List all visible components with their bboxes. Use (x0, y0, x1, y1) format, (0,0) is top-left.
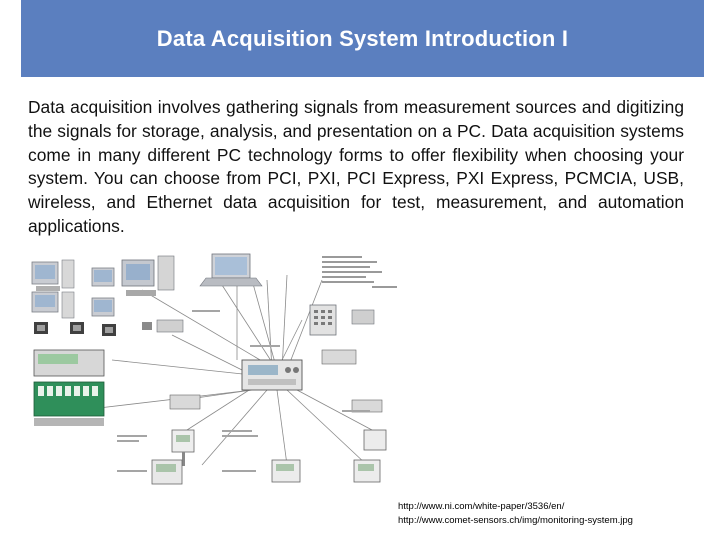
server-icon (121, 255, 175, 296)
source-link[interactable]: http://www.ni.com/white-paper/3536/en/ (398, 501, 565, 512)
temperature-sensor-icon (151, 429, 387, 485)
source-link[interactable]: http://www.comet-sensors.ch/img/monitori… (398, 515, 633, 526)
monitoring-system-diagram (31, 253, 397, 485)
workstation-icon (31, 259, 115, 319)
slide-title: Data Acquisition System Introduction I (156, 25, 569, 51)
source-citations: http://www.ni.com/white-paper/3536/en/ h… (398, 500, 633, 528)
sensor-module-icon (34, 319, 184, 336)
title-bar: Data Acquisition System Introduction I (21, 0, 704, 77)
keypad-icon (309, 304, 375, 336)
central-hub-icon (241, 359, 303, 391)
data-logger-icon (33, 349, 105, 426)
slide-body-text: Data acquisition involves gathering sign… (28, 97, 684, 236)
io-module-icon (169, 349, 383, 413)
laptop-icon (199, 253, 263, 287)
